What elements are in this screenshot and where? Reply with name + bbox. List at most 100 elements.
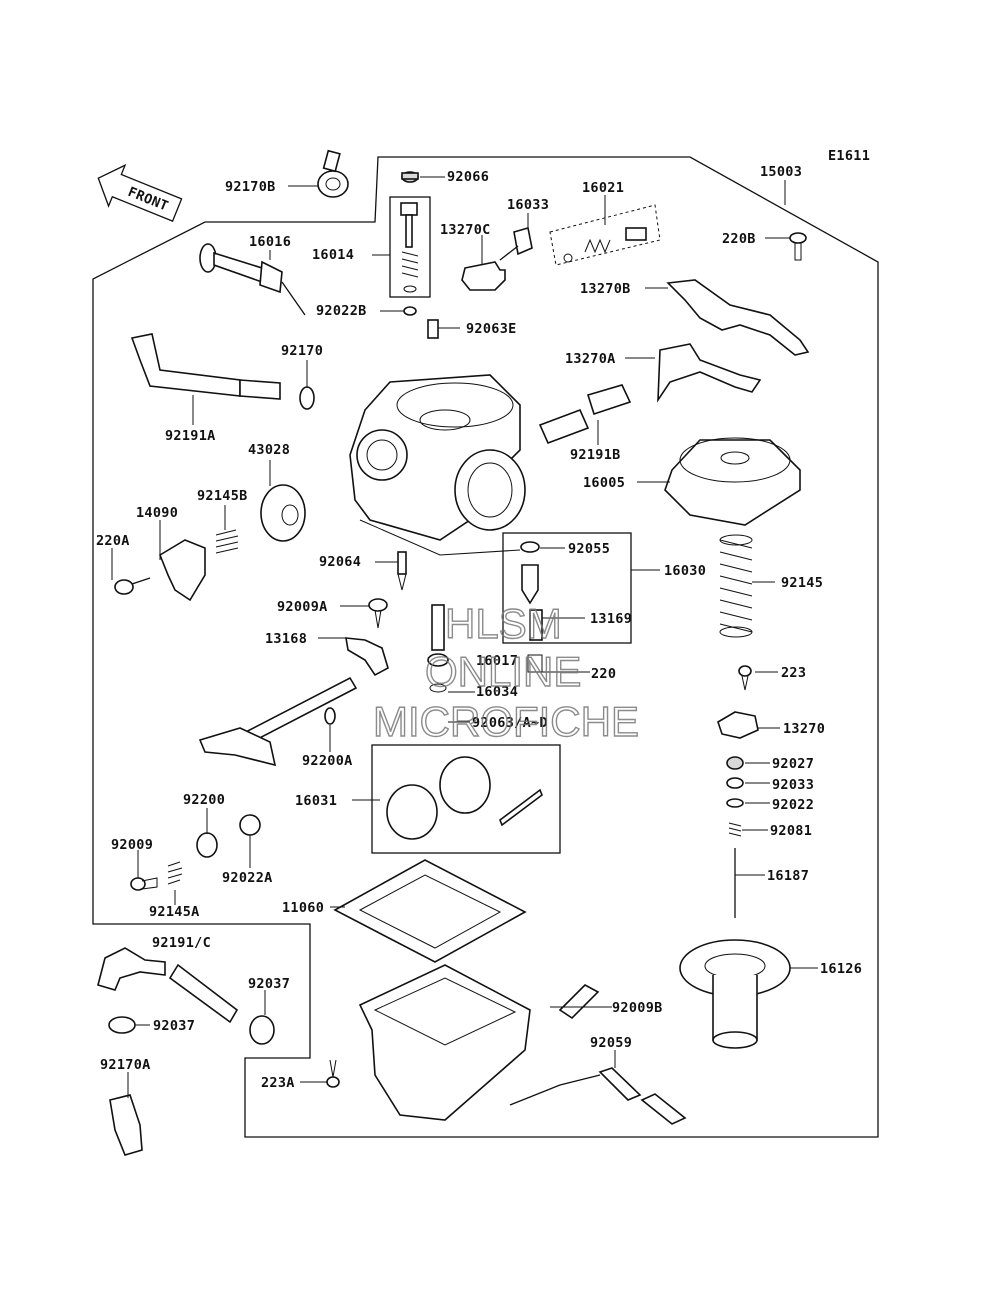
label-92170A: 92170A xyxy=(100,1057,151,1073)
front-arrow-icon: FRONT xyxy=(97,163,183,222)
spring-92145B-part xyxy=(215,529,239,554)
clip-92170-part xyxy=(299,386,315,410)
label-16031: 16031 xyxy=(295,793,337,809)
label-92027: 92027 xyxy=(772,756,814,772)
group-16021-outline xyxy=(549,204,661,266)
tube-92059-b-part xyxy=(640,1093,687,1125)
label-16187: 16187 xyxy=(767,868,809,884)
throttle-lever-part xyxy=(198,676,358,767)
bracket-13270B-part xyxy=(666,279,810,356)
cover-14090-part xyxy=(159,539,206,602)
hose-92191B-part xyxy=(538,408,590,445)
label-220B: 220B xyxy=(722,231,756,247)
label-92059: 92059 xyxy=(590,1035,632,1051)
label-92033: 92033 xyxy=(772,777,814,793)
label-92170B: 92170B xyxy=(225,179,276,195)
label-92055: 92055 xyxy=(568,541,610,557)
retainer-92027-part xyxy=(726,756,744,770)
bracket-13270A-part xyxy=(657,343,762,403)
washer-92200-part xyxy=(196,832,218,858)
spring-16021-part xyxy=(563,227,647,263)
screw-220A-part xyxy=(114,577,151,595)
watermark-line1: HLSM xyxy=(445,600,562,647)
label-13168: 13168 xyxy=(265,631,307,647)
washer-92022B-part xyxy=(403,306,417,316)
hose-92191C-b-part xyxy=(168,963,239,1024)
label-220A: 220A xyxy=(96,533,130,549)
watermark-line3: MICROFICHE xyxy=(373,698,639,745)
hose-92191C-part xyxy=(97,947,166,991)
label-13270B: 13270B xyxy=(580,281,631,297)
label-13270C: 13270C xyxy=(440,222,491,238)
needle-valve-16030-box xyxy=(502,532,632,644)
part-labels: 92170B 92066 16021 15003 16033 16016 160… xyxy=(96,164,862,1091)
label-223A: 223A xyxy=(261,1075,295,1091)
label-92191A: 92191A xyxy=(165,428,216,444)
throttle-16031-box xyxy=(371,744,561,854)
label-92022: 92022 xyxy=(772,797,814,813)
needle-valve-part xyxy=(521,564,539,605)
leader-lines xyxy=(111,176,818,1098)
label-92037b: 92037 xyxy=(153,1018,195,1034)
washer-92022-part xyxy=(726,798,744,808)
screw-223A-part xyxy=(326,1059,340,1088)
valve-16014-part xyxy=(400,202,419,293)
label-16126: 16126 xyxy=(820,961,862,977)
diagram-code: E1611 xyxy=(828,148,870,164)
cap-43028-part xyxy=(260,484,306,542)
label-92191B: 92191B xyxy=(570,447,621,463)
label-92022A: 92022A xyxy=(222,870,273,886)
piston-16126-part xyxy=(679,939,791,1049)
spring-92145-part xyxy=(719,534,753,638)
bracket-13168-part xyxy=(345,637,389,677)
label-13270A: 13270A xyxy=(565,351,616,367)
plate-13270-part xyxy=(717,711,759,739)
washer-92200A-part xyxy=(324,707,336,725)
label-92170: 92170 xyxy=(281,343,323,359)
bracket-13270C-part xyxy=(461,261,506,291)
label-16034: 16034 xyxy=(476,684,518,700)
clip-92037-a-part xyxy=(249,1015,275,1045)
label-92145: 92145 xyxy=(781,575,823,591)
drain-line xyxy=(509,1074,601,1106)
cover-16005-part xyxy=(664,437,801,526)
hose-92191A-part xyxy=(130,333,241,397)
assembly-frame-outline xyxy=(92,156,879,1138)
label-15003: 15003 xyxy=(760,164,802,180)
label-14090: 14090 xyxy=(136,505,178,521)
label-13169: 13169 xyxy=(590,611,632,627)
screw-92009B-part xyxy=(558,984,600,1020)
screw-92009A-part xyxy=(368,598,388,629)
screw-92009-part xyxy=(130,877,158,891)
label-92081: 92081 xyxy=(770,823,812,839)
label-11060: 11060 xyxy=(282,900,324,916)
label-92066: 92066 xyxy=(447,169,489,185)
hose-92191B-sleeve xyxy=(586,384,632,416)
clip-92033-part xyxy=(726,777,744,789)
clip-92037-b-part xyxy=(108,1016,136,1034)
label-92200A: 92200A xyxy=(302,753,353,769)
label-92009A: 92009A xyxy=(277,599,328,615)
label-92009B: 92009B xyxy=(612,1000,663,1016)
spring-92081-part xyxy=(728,822,742,837)
watermark: HLSM ONLINE MICROFICHE xyxy=(372,599,639,745)
label-92145B: 92145B xyxy=(197,488,248,504)
float-bowl-part xyxy=(358,964,531,1121)
cap-92066-part xyxy=(401,171,419,183)
clamp-92170A-part xyxy=(109,1094,143,1156)
screw-16033-part xyxy=(499,226,533,261)
jet-13169-part xyxy=(529,609,543,641)
label-92009: 92009 xyxy=(111,837,153,853)
carburetor-body-part xyxy=(349,374,526,556)
washer-92022A-part xyxy=(239,814,261,836)
label-16021: 16021 xyxy=(582,180,624,196)
throttle-16031-part xyxy=(386,756,543,840)
tube-92059-part xyxy=(598,1067,642,1101)
valve-16014-box xyxy=(389,196,431,298)
label-92063E: 92063E xyxy=(466,321,517,337)
gasket-11060-part xyxy=(333,859,527,963)
clamp-92170B-part xyxy=(317,149,349,198)
hose-92191A-sleeve xyxy=(239,379,281,400)
